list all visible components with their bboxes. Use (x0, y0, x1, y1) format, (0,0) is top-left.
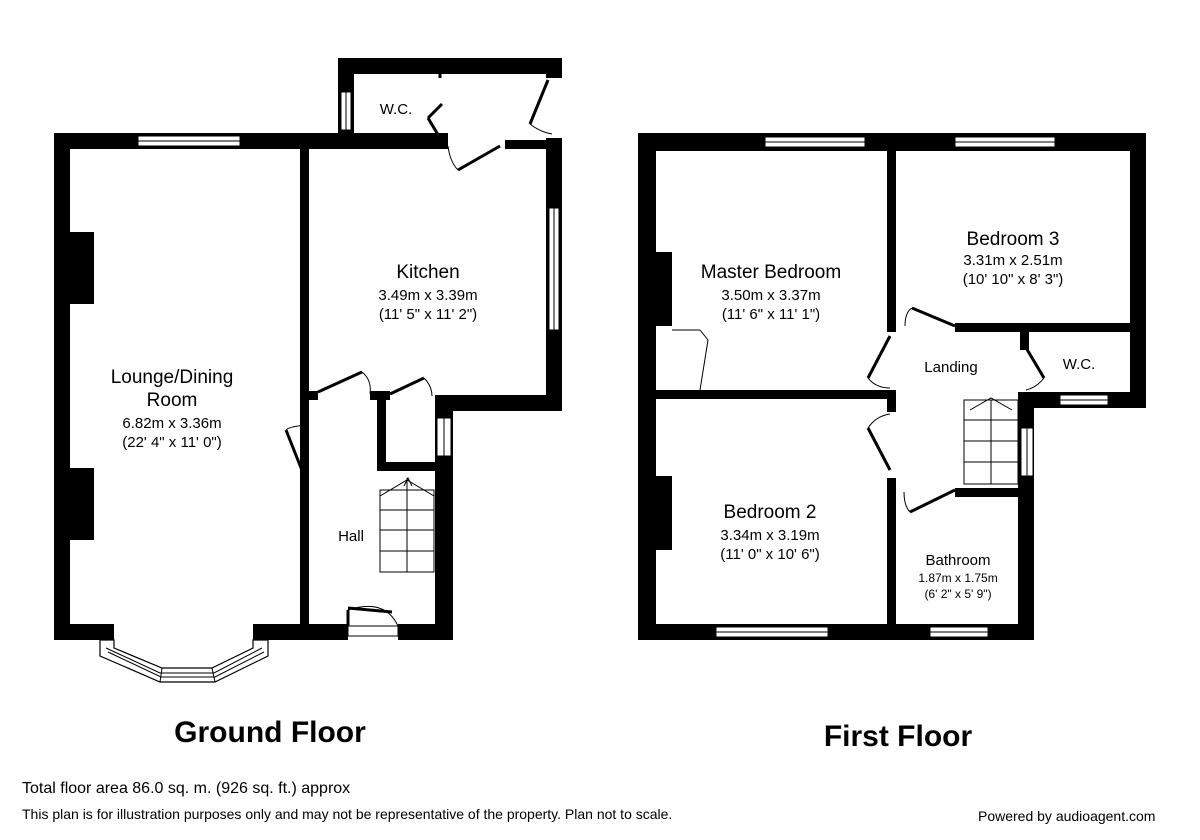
gf-wall-bottom-mid (253, 624, 348, 640)
gf-door-front (346, 605, 399, 637)
ff-door-bathroom (903, 488, 956, 514)
ff-chimney-master (656, 252, 672, 326)
gf-wall-left (54, 133, 70, 640)
ff-master-dim-m: 3.50m x 3.37m (721, 287, 820, 304)
ff-door-master (866, 335, 892, 389)
ff-wall-b3-bottom (955, 323, 1130, 332)
ff-bedroom2-dim-ft: (11' 0" x 10' 6") (720, 546, 819, 563)
gf-door-cupboard (389, 376, 433, 397)
ff-master-name: Master Bedroom (701, 262, 841, 283)
ff-door-bedroom3 (904, 306, 956, 328)
ff-wall-bed2-right-upper (887, 390, 896, 412)
total-floor-area: Total floor area 86.0 sq. m. (926 sq. ft… (22, 780, 351, 797)
ff-landing-name: Landing (924, 359, 977, 376)
gf-wall-wc-top (338, 58, 562, 74)
gf-wall-bottom-left (54, 624, 114, 640)
gf-wall-kitchen-bottom (435, 395, 562, 411)
gf-lounge-name-2: Room (147, 390, 198, 411)
gf-lounge-dim-ft: (22' 4" x 11' 0") (122, 434, 221, 451)
ff-wc-name: W.C. (1063, 356, 1096, 373)
ff-bedroom3-name: Bedroom 3 (967, 229, 1060, 250)
ff-wall-master-b3 (887, 151, 896, 332)
ff-door-bedroom2 (866, 413, 892, 471)
gf-wall-wc-bottom-right (505, 140, 562, 149)
gf-door-kitchen (317, 370, 371, 395)
ff-bedroom3-dim-ft: (10' 10" x 8' 3") (963, 271, 1064, 288)
first-floor-plan (638, 133, 1146, 640)
ff-door-wc (1023, 345, 1046, 391)
ff-wall-right (1130, 133, 1146, 408)
ff-wall-master-bottom (656, 390, 896, 399)
ff-wall-bed2-right-lower (887, 478, 896, 624)
ff-wall-left (638, 133, 656, 640)
gf-wall-lounge-kitchen (300, 149, 309, 624)
gf-chimney-upper (70, 232, 94, 304)
ff-wardrobe (672, 329, 709, 391)
gf-kitchen-dim-m: 3.49m x 3.39m (378, 287, 477, 304)
gf-chimney-lower (70, 468, 94, 540)
ff-bedroom3-dim-m: 3.31m x 2.51m (963, 252, 1062, 269)
ff-wall-top (638, 133, 1146, 151)
gf-wall-cupboard-left (377, 391, 386, 471)
ff-master-dim-ft: (11' 6" x 11' 1") (722, 306, 820, 323)
gf-hall-name: Hall (338, 528, 364, 545)
gf-wall-cupboard-bottom (377, 462, 437, 471)
gf-bay-window (99, 639, 269, 683)
ff-bathroom-name: Bathroom (925, 552, 990, 569)
ff-wall-wc-left (1020, 332, 1029, 350)
gf-door-lounge (284, 424, 307, 479)
gf-wall-kitchen-hall-left (300, 391, 318, 400)
powered-by: Powered by audioagent.com (978, 808, 1156, 824)
ground-floor-plan (54, 58, 562, 683)
ff-bathroom-dim-m: 1.87m x 1.75m (918, 571, 997, 585)
gf-door-back (438, 72, 553, 135)
gf-door-wc (426, 102, 501, 172)
gf-kitchen-dim-ft: (11' 5" x 11' 2") (379, 306, 477, 323)
ff-wall-bath-top (955, 488, 1034, 497)
gf-wc-name: W.C. (380, 101, 413, 118)
ff-bedroom2-name: Bedroom 2 (724, 502, 817, 523)
gf-lounge-dim-m: 6.82m x 3.36m (122, 415, 221, 432)
gf-staircase (379, 476, 435, 573)
gf-wall-wc-right (546, 58, 562, 78)
ff-chimney-bed2 (656, 476, 672, 550)
gf-kitchen-name: Kitchen (396, 262, 459, 283)
ff-bathroom-dim-ft: (6' 2" x 5' 9") (924, 587, 991, 601)
disclaimer: This plan is for illustration purposes o… (22, 806, 673, 822)
gf-wall-wc-bottom-left (338, 133, 448, 149)
ff-staircase (963, 397, 1019, 485)
first-floor-title: First Floor (824, 720, 973, 753)
gf-lounge-name-1: Lounge/Dining (111, 367, 234, 388)
ground-floor-title: Ground Floor (174, 716, 366, 749)
ff-bedroom2-dim-m: 3.34m x 3.19m (720, 527, 819, 544)
